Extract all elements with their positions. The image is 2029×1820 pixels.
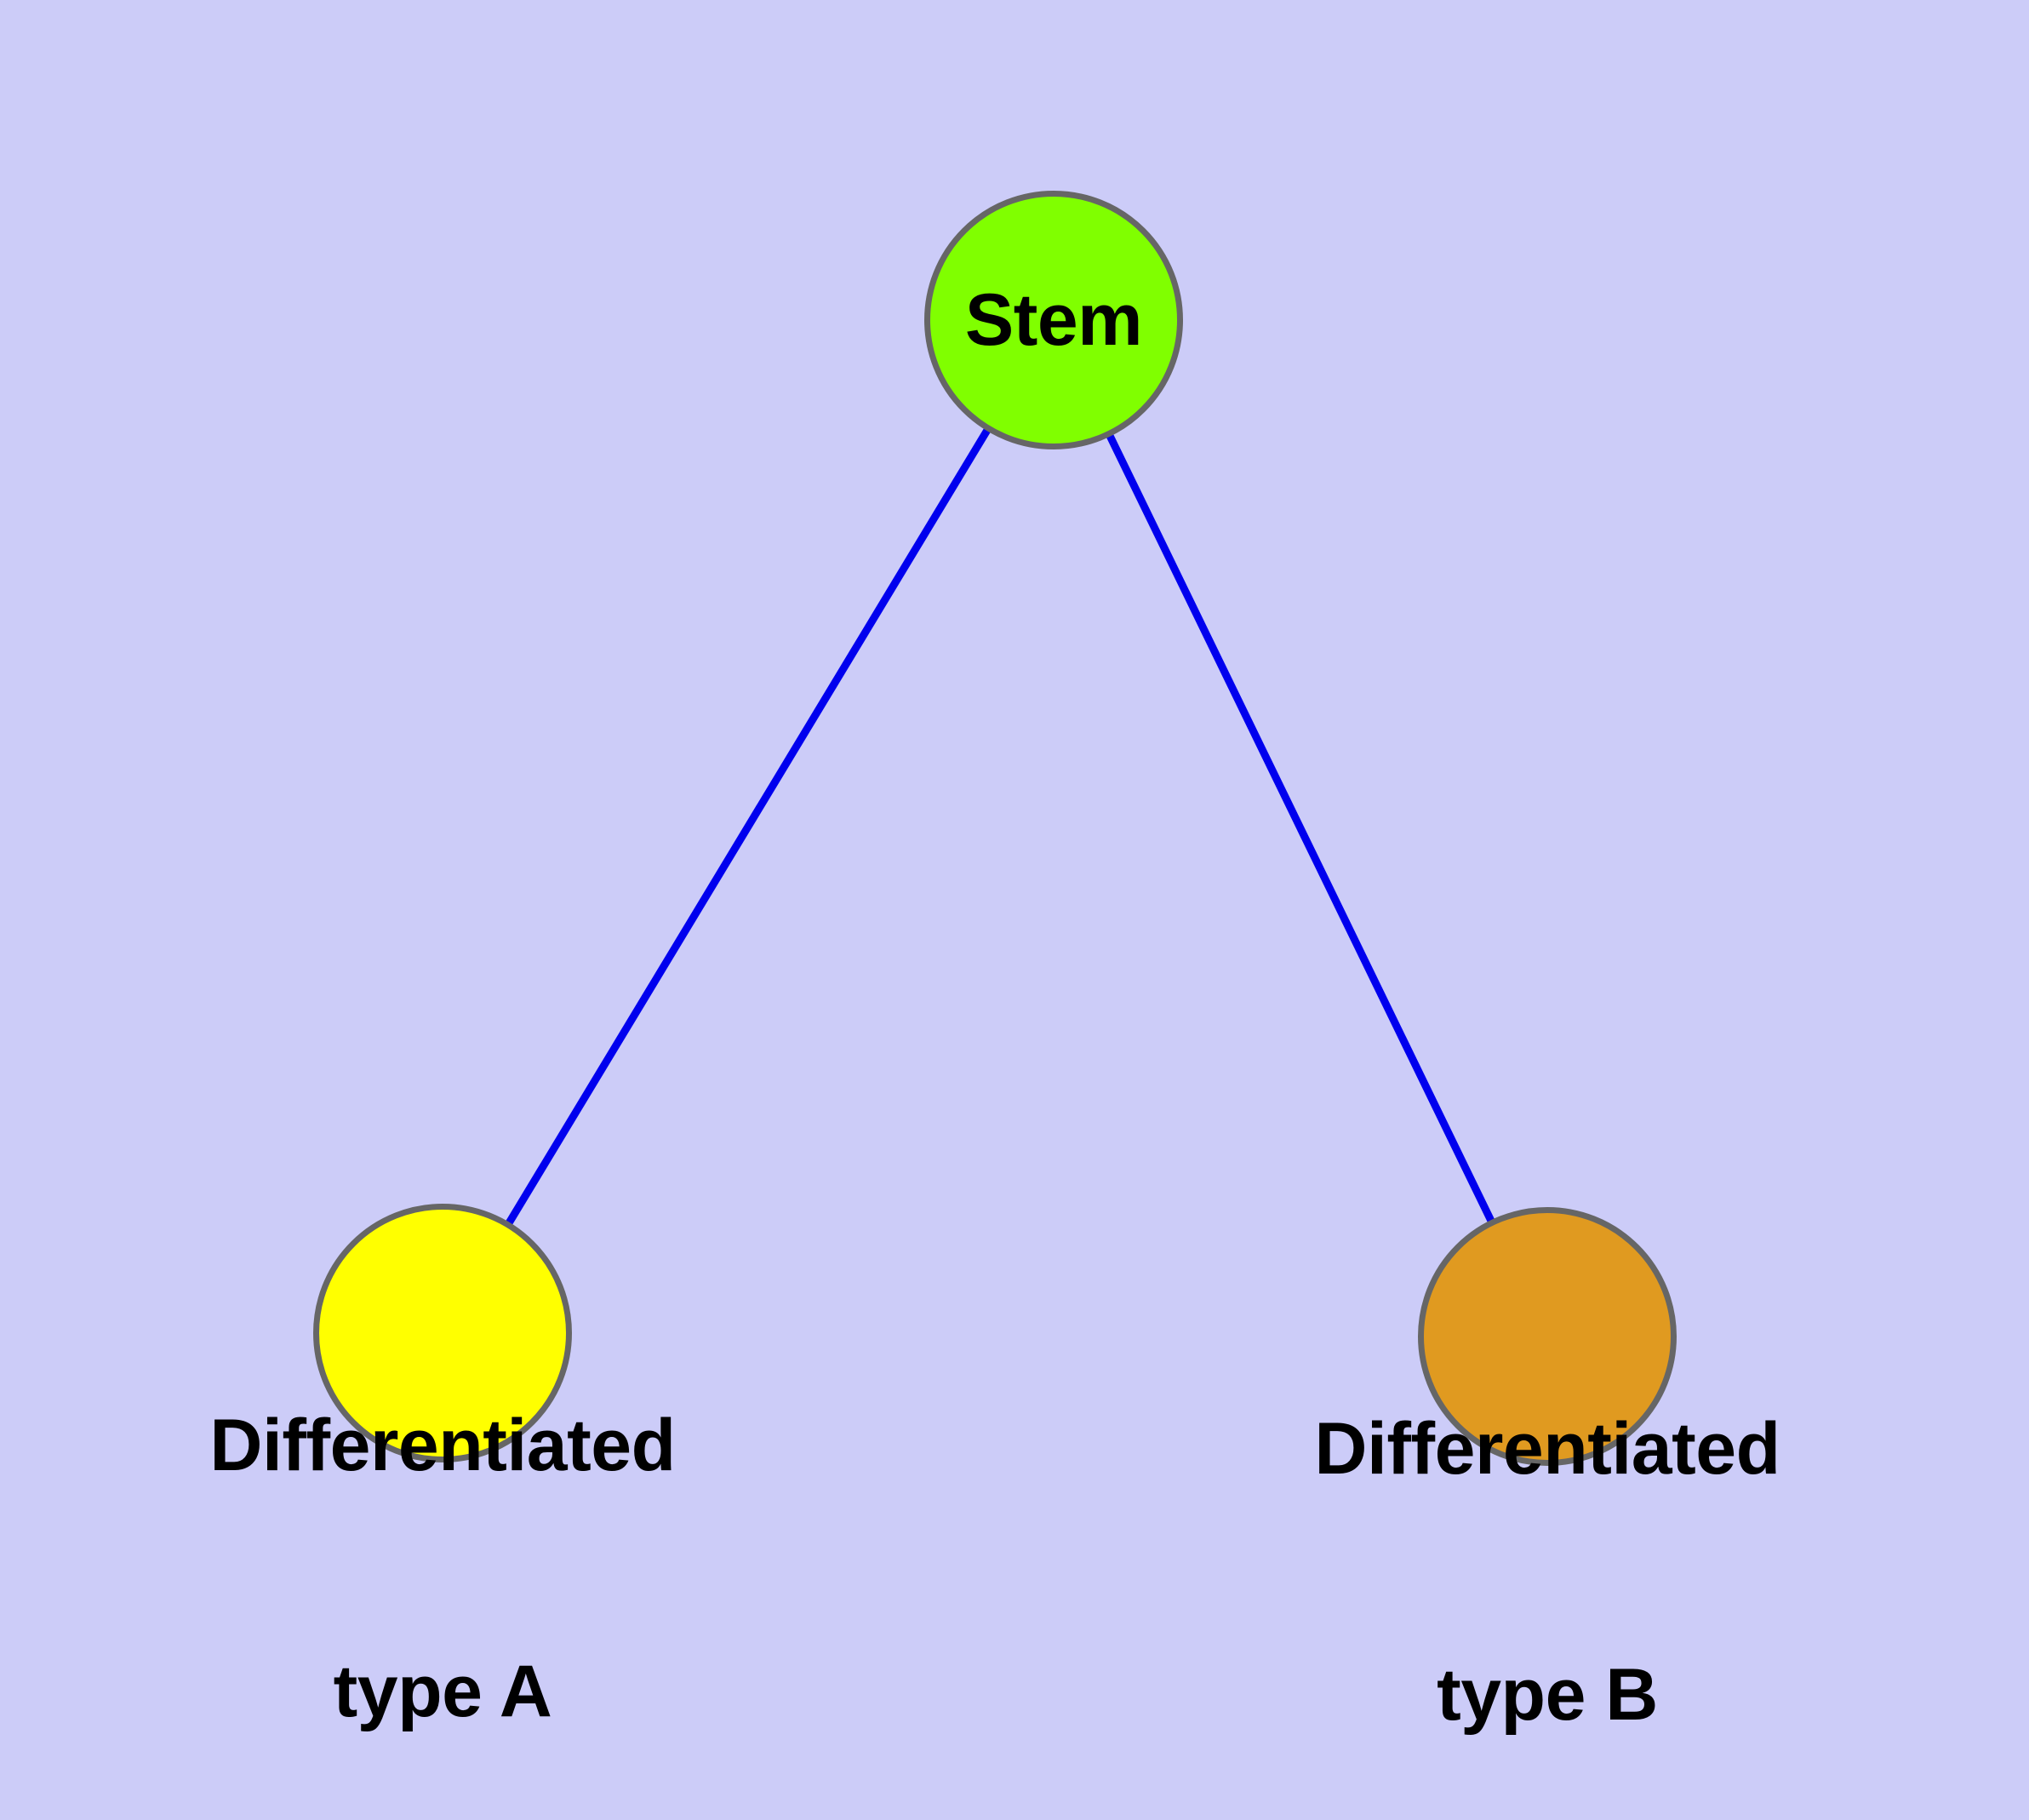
node-differentiated-type-a-label-line1: Differentiated [209,1404,676,1486]
node-stem-label: Stem [964,278,1143,361]
edge-stem-to-a [439,318,1057,1336]
node-differentiated-type-b[interactable] [1418,1207,1677,1466]
node-stem[interactable] [924,191,1183,449]
node-differentiated-type-b-label-line1: Differentiated [1314,1407,1780,1490]
node-differentiated-type-a[interactable] [313,1204,572,1462]
edge-stem-to-b [1049,318,1552,1338]
node-differentiated-type-b-label: Differentiated type B [1122,1244,1973,1820]
node-differentiated-type-b-label-line2: type B [1437,1653,1658,1736]
node-differentiated-type-a-label: Differentiated type A [17,1240,868,1820]
node-differentiated-type-a-label-line2: type A [333,1650,552,1732]
